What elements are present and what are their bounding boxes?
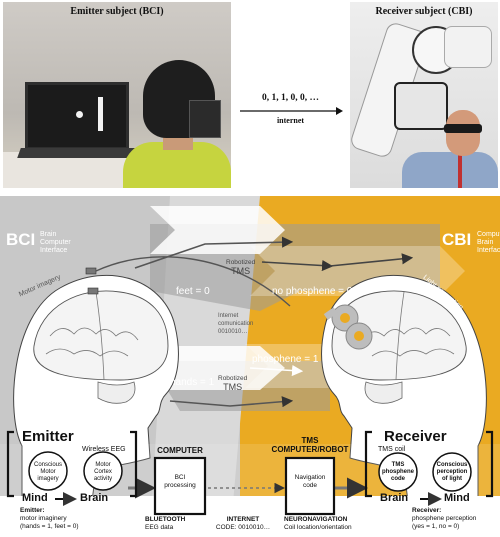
- transfer-medium: internet: [276, 116, 305, 125]
- lanyard: [458, 152, 462, 188]
- eeg-electrode-icon: [87, 287, 99, 295]
- cbi-subtitle: Computer Brain Interface: [477, 231, 500, 254]
- laptop-base: [17, 148, 135, 158]
- conscious-motor-circle: Conscious Motor imagery: [33, 462, 62, 482]
- receiver-photo: Receiver subject (CBI): [350, 2, 498, 188]
- transfer-sequence: 0, 1, 1, 0, 0, …: [262, 93, 319, 103]
- emitter-brain: Brain: [80, 492, 109, 504]
- tms-coil-label: TMS coil: [378, 446, 406, 453]
- eeg-electrode-icon: [85, 267, 97, 275]
- eeg-amplifier: [189, 100, 221, 138]
- laptop-screen: [25, 82, 129, 150]
- robotized-tms-bottom: Robotized TMS: [218, 375, 248, 392]
- emitter-title: Emitter: [22, 428, 74, 445]
- bci-processing-box: BCI processing: [164, 474, 196, 489]
- receiver-caption: Receiver subject (CBI): [375, 6, 473, 17]
- wireless-eeg-label: Wireless EEG: [82, 446, 126, 453]
- receiver-brain: Brain: [380, 492, 409, 504]
- emitter-caption: Emitter subject (BCI): [70, 6, 164, 17]
- robot-lower-arm: [394, 82, 448, 130]
- phosphene-code-circle: TMS phosphene code: [381, 462, 414, 482]
- emitter-note: Emitter: motor imaginery (hands = 1, fee…: [20, 507, 79, 530]
- bci-cbi-diagram: BCI Brain Computer Interface CBI Compute…: [0, 196, 500, 537]
- motor-cortex-circle: Motor Cortex activity: [93, 462, 113, 482]
- bci-title: BCI: [6, 230, 36, 249]
- receiver-mind: Mind: [444, 492, 470, 504]
- internet-communication: Internet comunication 0010010…: [218, 313, 254, 335]
- navigation-code-box: Navigation code: [294, 474, 326, 489]
- receiver-title: Receiver: [384, 428, 447, 445]
- tms-computer-title: TMS COMPUTER/ROBOT: [271, 436, 349, 454]
- conscious-light-circle: Conscious perception of light: [436, 462, 468, 482]
- robot-housing: [444, 26, 492, 68]
- no-phosphene-label: no phosphene = 0: [272, 286, 353, 297]
- cbi-title: CBI: [442, 230, 472, 249]
- receiver-head: [446, 110, 480, 156]
- feet-label: feet = 0: [176, 286, 210, 297]
- receiver-note: Receiver: phosphene perception (yes = 1,…: [412, 507, 477, 530]
- computer-title: COMPUTER: [157, 446, 203, 455]
- receiver-shirt: [402, 152, 498, 188]
- emitter-mind: Mind: [22, 492, 48, 504]
- tms-note: NEURONAVIGATION Coil location/orientatio…: [284, 516, 352, 531]
- hands-label: hands = 1: [170, 377, 215, 388]
- robotized-tms-top: Robotized TMS: [226, 259, 256, 276]
- internet-note: INTERNET CODE: 0010010…: [215, 516, 271, 531]
- emitter-photo: Emitter subject (BCI): [3, 2, 231, 188]
- transfer-arrow: [240, 107, 343, 115]
- tms-coil-icon: [323, 304, 373, 350]
- blindfold: [444, 124, 482, 133]
- computer-note: BLUETOOTH EEG data: [145, 516, 186, 531]
- diagram-background: [0, 196, 500, 537]
- bci-subtitle: Brain Computer Interface: [40, 231, 71, 254]
- phosphene-label: phosphene = 1: [252, 354, 319, 365]
